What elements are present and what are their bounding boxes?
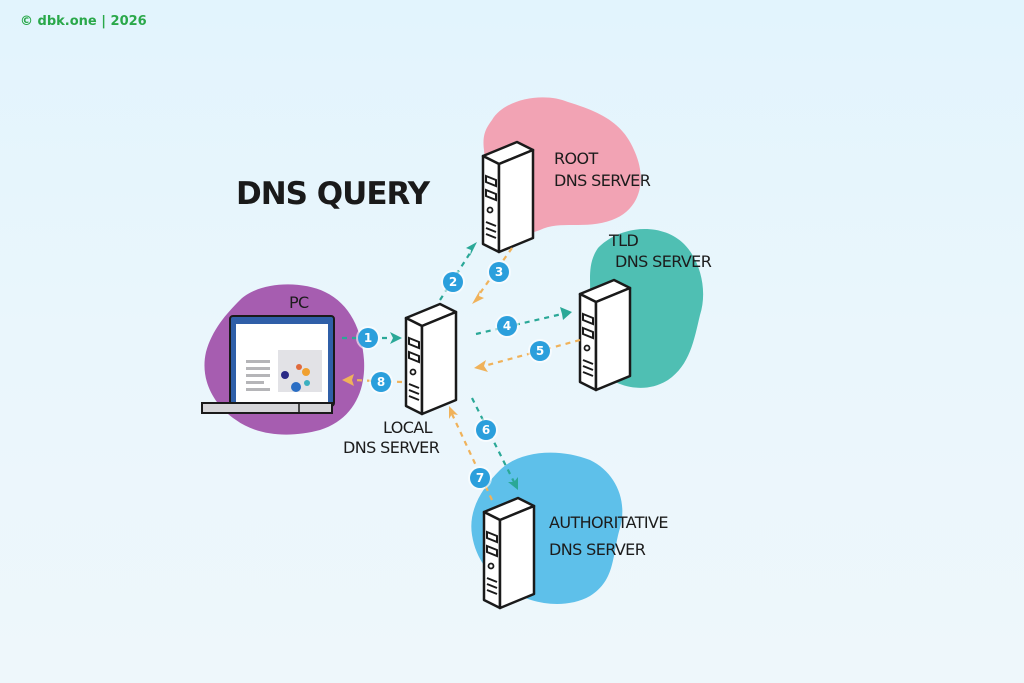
arrowhead-7 bbox=[449, 406, 458, 419]
local-dns-label-line1: LOCAL bbox=[383, 418, 433, 437]
local-dns-server-icon bbox=[404, 302, 458, 416]
diagram-title: DNS QUERY bbox=[236, 176, 430, 212]
step-badge-2: 2 bbox=[443, 272, 463, 292]
step-badge-8: 8 bbox=[371, 372, 391, 392]
arrowhead-2 bbox=[466, 242, 477, 256]
step-badge-5: 5 bbox=[530, 341, 550, 361]
tld-dns-server-icon bbox=[578, 278, 632, 392]
arrowhead-1 bbox=[390, 332, 402, 344]
arrowhead-8 bbox=[342, 374, 354, 386]
root-dns-label-line1: ROOT bbox=[554, 149, 598, 168]
tld-dns-label-line1: TLD bbox=[609, 231, 639, 250]
auth-dns-label-line2: DNS SERVER bbox=[549, 540, 646, 559]
step-badge-6: 6 bbox=[476, 420, 496, 440]
authoritative-dns-server-icon bbox=[482, 496, 536, 610]
step-badge-1: 1 bbox=[358, 328, 378, 348]
local-dns-label-line2: DNS SERVER bbox=[343, 438, 440, 457]
root-dns-server-icon bbox=[481, 140, 535, 254]
arrow-step-8 bbox=[351, 378, 403, 384]
root-dns-label-line2: DNS SERVER bbox=[554, 171, 651, 190]
laptop-icon bbox=[201, 315, 335, 414]
arrowhead-6 bbox=[508, 477, 518, 490]
step-badge-4: 4 bbox=[497, 316, 517, 336]
arrowhead-4 bbox=[560, 307, 572, 320]
arrow-step-5 bbox=[483, 338, 581, 368]
arrowhead-5 bbox=[474, 360, 488, 372]
tld-dns-label-line2: DNS SERVER bbox=[615, 252, 712, 271]
step-badge-3: 3 bbox=[489, 262, 509, 282]
arrow-step-4 bbox=[475, 312, 563, 336]
watermark: © dbk.one | 2026 bbox=[20, 14, 147, 29]
auth-dns-label-line1: AUTHORITATIVE bbox=[549, 513, 668, 532]
arrowhead-3 bbox=[472, 290, 484, 304]
step-badge-7: 7 bbox=[470, 468, 490, 488]
pc-label: PC bbox=[289, 293, 309, 312]
